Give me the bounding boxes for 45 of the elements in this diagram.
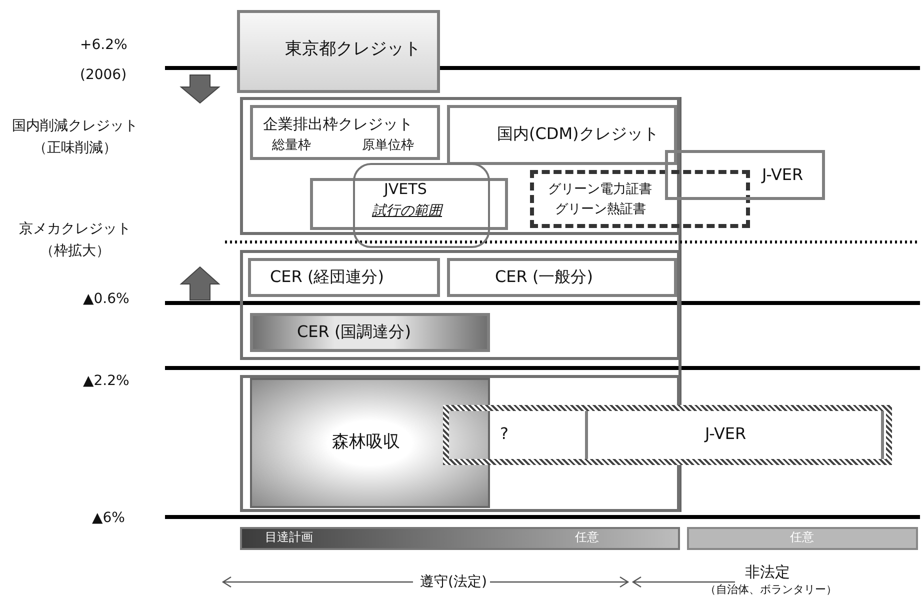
- level-label: ▲2.2%: [83, 372, 130, 390]
- level-label: ▲0.6%: [83, 290, 130, 308]
- level-label: ▲6%: [92, 509, 126, 527]
- box-label: 試行の範囲: [372, 203, 442, 220]
- credit-box: [250, 105, 440, 160]
- box-label: 原単位枠: [362, 139, 414, 154]
- credit-box: [665, 150, 825, 200]
- box-label: J-VER: [705, 425, 746, 444]
- category-bar: [687, 527, 918, 550]
- group-box: [240, 97, 680, 235]
- credit-box: [310, 178, 508, 230]
- box-label: 総量枠: [272, 139, 311, 154]
- group-box: [240, 375, 680, 512]
- credit-box: [447, 258, 677, 297]
- box-label: 目達計画: [265, 531, 313, 545]
- box-label: 森林吸収: [332, 433, 400, 453]
- box-label: グリーン電力証書: [548, 183, 652, 198]
- scope-label: （自治体、ボランタリー）: [705, 583, 838, 597]
- box-label: グリーン熱証書: [555, 203, 646, 218]
- forest-box: [250, 378, 490, 508]
- credit-box: [237, 10, 440, 93]
- box-label: CER (一般分): [495, 268, 593, 286]
- group-box: [240, 250, 680, 360]
- box-label: 東京都クレジット: [285, 40, 421, 60]
- box-label: CER (経団連分): [270, 268, 384, 286]
- credit-box: [585, 411, 884, 459]
- box-label: 企業排出枠クレジット: [263, 116, 413, 134]
- box-label: ?: [500, 425, 508, 444]
- category-label: 国内削減クレジット（正味削減）: [11, 117, 139, 158]
- credit-box: [248, 258, 440, 297]
- category-label: 京メカクレジット（枠拡大）: [18, 220, 132, 261]
- credit-box: [250, 313, 490, 352]
- category-bar: [240, 527, 680, 550]
- box-label: 任意: [575, 531, 599, 545]
- scope-label: 遵守(法定): [420, 573, 488, 591]
- credit-box: [447, 105, 677, 165]
- box-label: J-VER: [762, 166, 804, 184]
- level-label: +6.2% (2006): [80, 36, 128, 85]
- box-label: CER (国調達分): [297, 323, 411, 342]
- box-label: 任意: [790, 531, 814, 545]
- scope-label: 非法定: [745, 563, 791, 581]
- group-box: [353, 163, 490, 248]
- box-label: JVETS: [384, 181, 427, 198]
- certificate-box: [530, 170, 750, 228]
- box-label: 国内(CDM)クレジット: [497, 125, 659, 144]
